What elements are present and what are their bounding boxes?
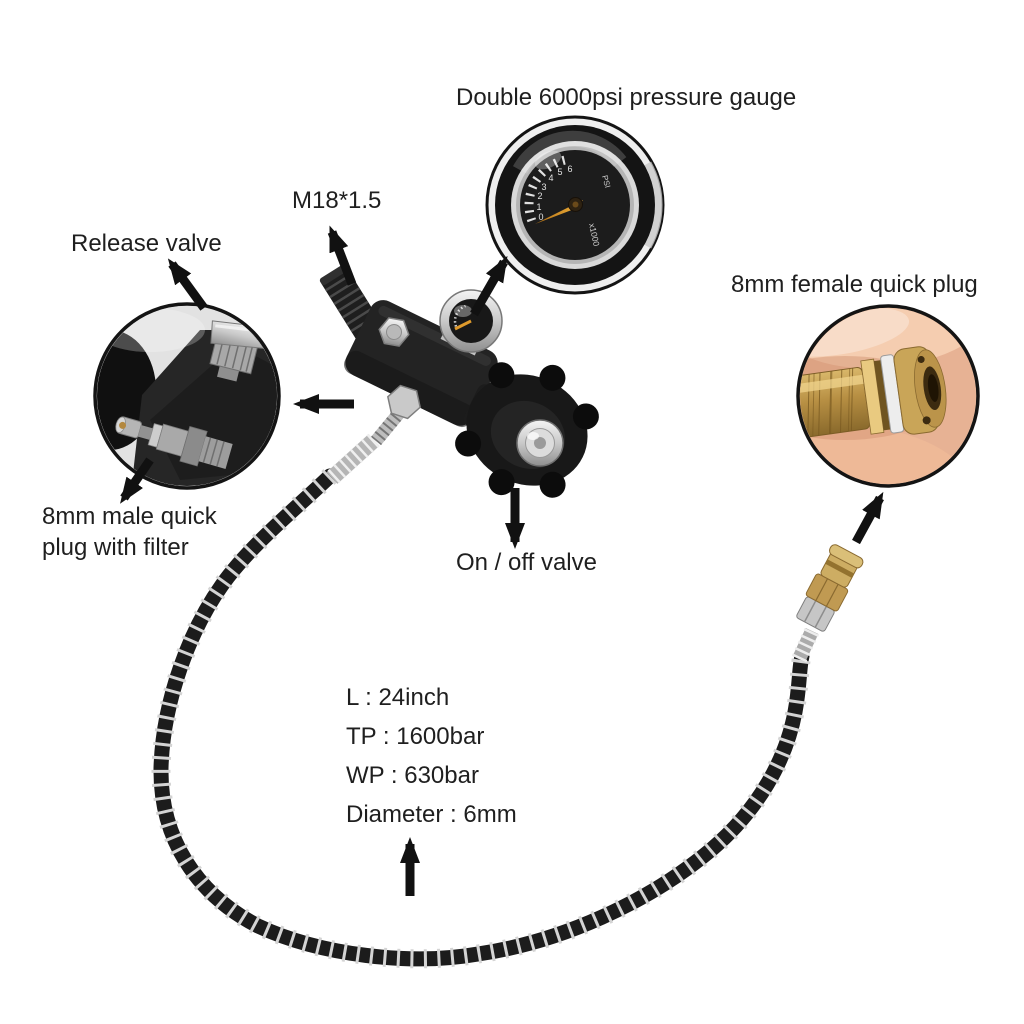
female-plug-fitting <box>796 544 864 632</box>
spec-working-pressure: WP : 630bar <box>346 762 479 789</box>
spec-test-pressure: TP : 1600bar <box>346 723 485 750</box>
male-quick-plug <box>115 416 233 469</box>
release-valve-label: Release valve <box>71 230 222 257</box>
on-off-valve-label: On / off valve <box>456 549 597 576</box>
pressure-gauge-label: Double 6000psi pressure gauge <box>456 84 797 111</box>
gauge-dial-numbers: 0 1 2 3 4 5 6 <box>536 164 572 222</box>
male-plug-label-line1: 8mm male quick <box>42 503 217 530</box>
arrow-to-thread-label <box>327 225 357 286</box>
svg-text:3: 3 <box>541 182 546 192</box>
spec-length: L : 24inch <box>346 684 450 711</box>
svg-text:1: 1 <box>536 202 541 212</box>
female-quick-plug <box>800 346 947 440</box>
spec-list: L : 24inch TP : 1600bar WP : 630bar Diam… <box>346 684 517 840</box>
valve-gauge <box>439 289 503 356</box>
arrow-to-release-valve-label <box>167 258 208 311</box>
female-plug-label: 8mm female quick plug <box>731 271 978 298</box>
svg-text:0: 0 <box>538 212 543 222</box>
release-valve-inset <box>93 302 281 490</box>
female-plug-inset <box>796 304 980 488</box>
thread-label: M18*1.5 <box>292 187 382 214</box>
annotation-arrows <box>120 225 884 896</box>
arrow-to-male-plug-label <box>120 457 154 504</box>
hex-bolt <box>378 317 410 347</box>
svg-text:5: 5 <box>557 167 562 177</box>
male-plug-label-line2: plug with filter <box>42 534 189 561</box>
gauge-multiplier-text: x1000 <box>587 222 602 247</box>
hose-hex-nut <box>387 384 421 420</box>
end-strain-relief-spring <box>791 627 820 663</box>
arrow-to-female-inset <box>852 491 884 545</box>
svg-text:2: 2 <box>537 191 542 201</box>
male-plug-label: 8mm male quick plug with filter <box>42 501 217 563</box>
spec-diameter: Diameter : 6mm <box>346 801 517 828</box>
gauge-unit-text: PSI <box>600 174 612 189</box>
coiled-hose <box>151 468 812 969</box>
arrow-to-gauge-inset <box>470 255 508 317</box>
valve-assembly <box>319 264 599 498</box>
valve-strain-relief-spring <box>326 407 406 485</box>
pressure-gauge-inset: 0 1 2 3 4 5 6 x1000 PSI <box>485 115 665 295</box>
svg-text:6: 6 <box>567 164 572 174</box>
svg-text:4: 4 <box>548 173 553 183</box>
